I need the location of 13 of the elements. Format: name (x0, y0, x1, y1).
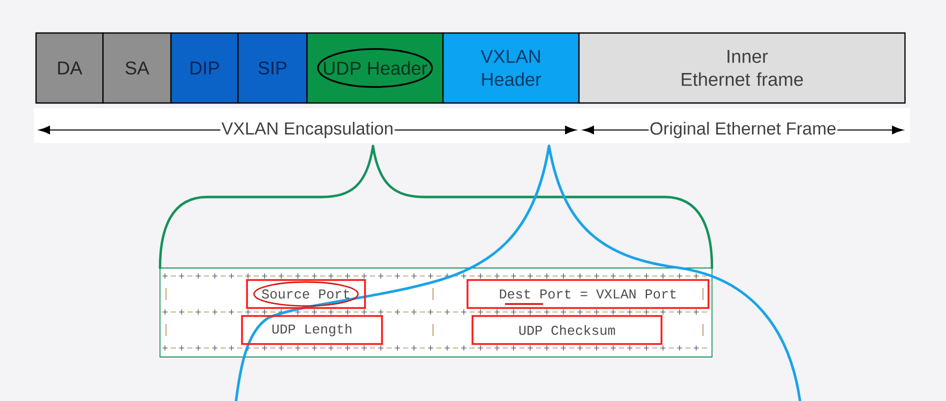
field-box: UDP Header (306, 32, 444, 104)
field-box: Inner Ethernet frame (578, 32, 906, 104)
field-box: SIP (237, 32, 308, 104)
field-box: SA (102, 32, 172, 104)
field-box: DIP (170, 32, 239, 104)
field-box: DA (35, 32, 104, 104)
dimension-label: Original Ethernet Frame (648, 120, 838, 140)
dimension-label: VXLAN Encapsulation (220, 120, 395, 140)
highlight-box: Source Port (246, 279, 366, 309)
highlight-box: Dest Port = VXLAN Port (466, 279, 710, 309)
field-box: VXLAN Header (442, 32, 580, 104)
highlight-box: UDP Checksum (472, 315, 662, 345)
highlight-box: UDP Length (241, 315, 383, 345)
